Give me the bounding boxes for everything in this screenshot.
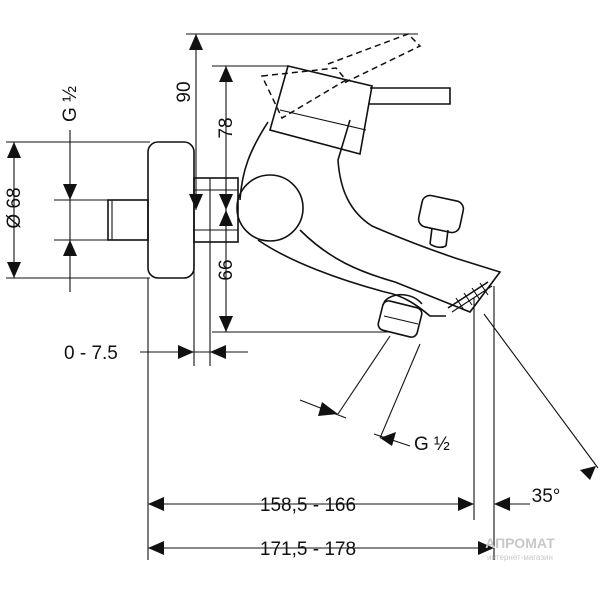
mixer-ball <box>236 174 304 242</box>
dim-angle-label: 35° <box>532 486 561 507</box>
watermark-brand: АПРОМАТ <box>485 535 555 551</box>
dim-diameter-68-label: Ø 68 <box>4 187 25 228</box>
dim-90-label: 90 <box>174 81 195 102</box>
watermark-tagline: интернет-магазин <box>487 553 553 562</box>
faucet-body <box>107 33 502 338</box>
hose-outlet <box>377 293 423 338</box>
watermark: АПРОМАТ интернет-магазин <box>485 535 555 562</box>
dimension-lines <box>6 33 599 560</box>
dim-g-half-top-label: G ½ <box>60 86 81 122</box>
dim-width-long-label: 171,5 - 178 <box>260 539 356 560</box>
lever-cartridge <box>269 65 451 155</box>
dim-78-label: 78 <box>216 117 237 138</box>
inlet-pipe <box>107 199 149 241</box>
lever-handle <box>368 87 451 105</box>
dim-width-short-label: 158,5 - 166 <box>260 495 356 516</box>
spout <box>239 119 502 313</box>
hex-nut <box>193 177 239 243</box>
wall-flange <box>147 141 195 279</box>
dimension-labels: 90 78 66 G ½ Ø 68 0 - 7.5 G ½ 158,5 - 16… <box>4 81 560 560</box>
dim-66-label: 66 <box>216 259 237 280</box>
dim-g-half-bottom-label: G ½ <box>414 434 450 455</box>
aerator <box>447 281 493 313</box>
diverter-knob <box>417 194 465 249</box>
dim-offset-label: 0 - 7.5 <box>64 343 118 364</box>
lever-raised-outline <box>260 33 422 120</box>
